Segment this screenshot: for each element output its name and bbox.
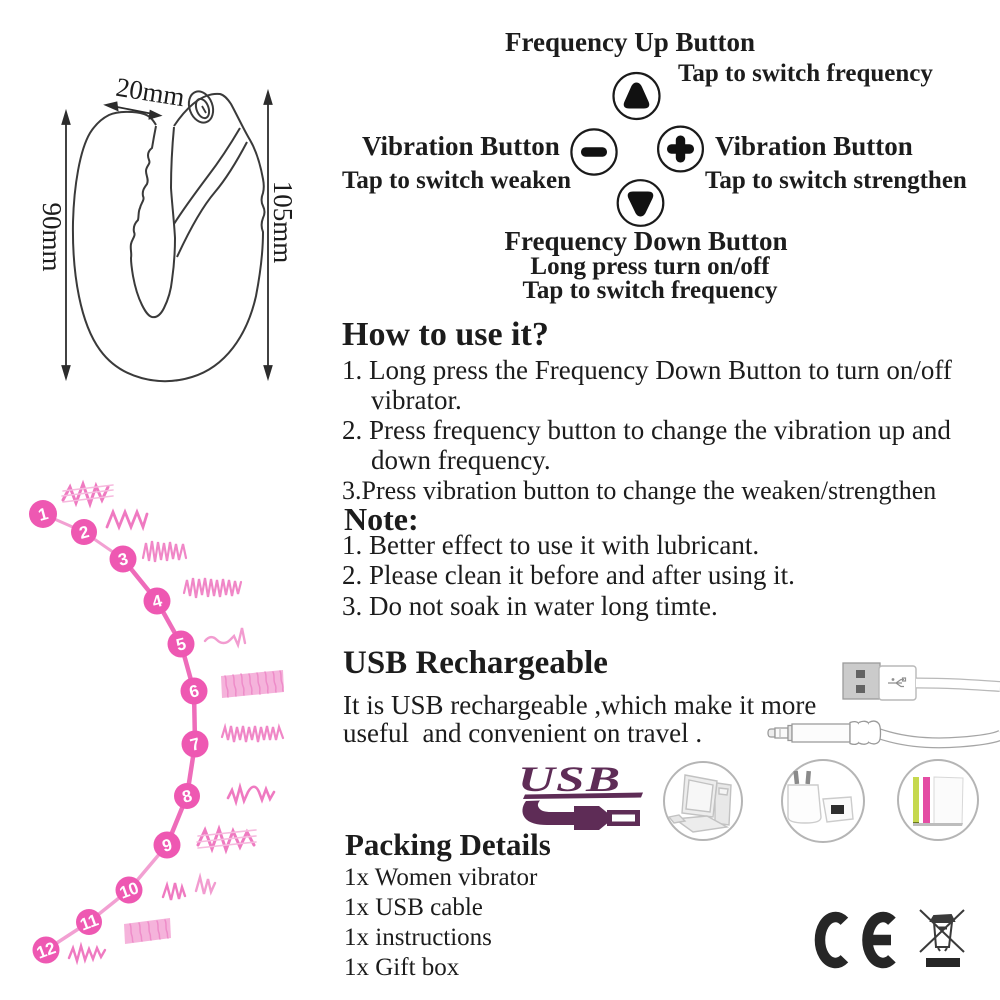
- svg-text:90mm: 90mm: [37, 202, 67, 271]
- svg-text:20mm: 20mm: [114, 72, 187, 112]
- svg-text:11: 11: [77, 910, 100, 934]
- svg-text:105mm: 105mm: [268, 181, 298, 264]
- svg-text:USB: USB: [518, 760, 622, 799]
